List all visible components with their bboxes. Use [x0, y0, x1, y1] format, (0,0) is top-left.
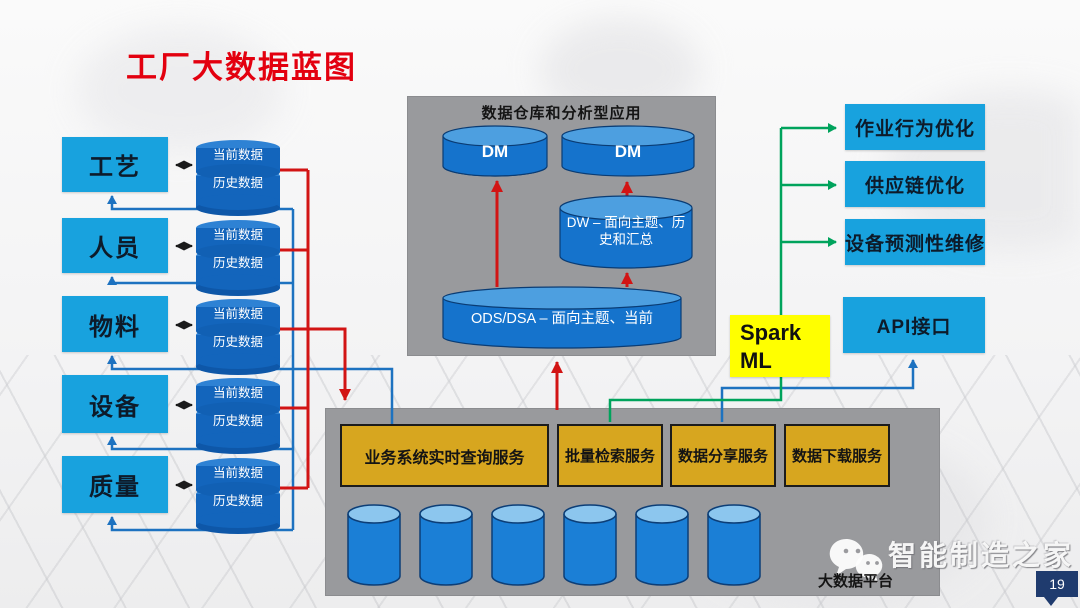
- service-label: 业务系统实时查询服务: [364, 449, 525, 467]
- watermark-brand: 智能制造之家: [888, 540, 1075, 571]
- current-data-label: 当前数据: [212, 306, 263, 321]
- spark-ml-line1: Spark: [740, 320, 802, 345]
- dw-cylinder: [559, 195, 693, 269]
- history-data-label: 历史数据: [212, 493, 263, 508]
- service-box-data-share: 数据分享服务: [670, 424, 776, 487]
- app-box-label: 设备预测性维修: [845, 233, 986, 255]
- db-stack-wuliao: [196, 299, 280, 375]
- source-box-label: 工艺: [89, 154, 141, 181]
- dm-left-label: DM: [481, 142, 509, 161]
- platform-label: 大数据平台: [818, 573, 894, 590]
- red-data-lines: [280, 168, 633, 490]
- page-number: 19: [1049, 576, 1065, 592]
- app-box-label: 供应链优化: [864, 175, 965, 197]
- db-stack-gongyi: [196, 140, 280, 216]
- ods-cylinder: [442, 286, 682, 349]
- page-number-badge: 19: [1036, 571, 1078, 606]
- history-data-label: 历史数据: [212, 413, 263, 428]
- history-data-label: 历史数据: [212, 255, 263, 270]
- source-box-label: 物料: [89, 313, 141, 341]
- service-box-realtime-query: 业务系统实时查询服务: [340, 424, 549, 487]
- api-box-label: API接口: [876, 316, 952, 338]
- wechat-icon: [829, 539, 883, 583]
- history-data-label: 历史数据: [212, 334, 263, 349]
- current-data-label: 当前数据: [212, 227, 263, 242]
- service-box-data-download: 数据下载服务: [784, 424, 890, 487]
- dm-right-cylinder: [561, 125, 695, 177]
- source-box-shebei: 设备: [62, 375, 168, 433]
- sync-double-arrows: [175, 160, 193, 490]
- current-data-label: 当前数据: [212, 465, 263, 480]
- db-stack-shebei: [196, 378, 280, 454]
- source-database-stacks: [196, 140, 280, 534]
- history-data-label: 历史数据: [212, 175, 263, 190]
- spark-ml-box: Spark ML: [730, 315, 830, 377]
- dm-left-cylinder: [442, 125, 548, 177]
- service-label: 数据下载服务: [791, 448, 882, 465]
- current-data-label: 当前数据: [212, 147, 263, 162]
- service-box-batch-search: 批量检索服务: [557, 424, 663, 487]
- current-data-label: 当前数据: [212, 385, 263, 400]
- blue-api-line: [720, 359, 918, 422]
- api-box: API接口: [843, 297, 985, 353]
- dm-right-label: DM: [614, 142, 642, 161]
- source-box-gongyi: 工艺: [62, 137, 168, 192]
- dw-label: DW – 面向主题、历史和汇总: [566, 215, 686, 247]
- db-stack-zhiliang: [196, 458, 280, 534]
- app-box-operation-optimization: 作业行为优化: [845, 104, 985, 150]
- source-box-zhiliang: 质量: [62, 456, 168, 513]
- source-box-label: 设备: [89, 393, 141, 421]
- service-label: 数据分享服务: [677, 448, 768, 465]
- source-box-label: 人员: [89, 235, 141, 262]
- warehouse-panel-title: 数据仓库和分析型应用: [481, 105, 642, 122]
- source-box-wuliao: 物料: [62, 296, 168, 352]
- db-stack-renyuan: [196, 220, 280, 296]
- source-box-renyuan: 人员: [62, 218, 168, 273]
- source-box-label: 质量: [89, 474, 141, 501]
- warehouse-cylinders: [442, 125, 695, 349]
- service-label: 批量检索服务: [564, 448, 655, 465]
- app-box-predictive-maintenance: 设备预测性维修: [845, 219, 985, 265]
- green-ml-lines: [608, 123, 837, 422]
- app-box-label: 作业行为优化: [854, 118, 975, 140]
- ods-label: ODS/DSA – 面向主题、当前: [470, 310, 654, 327]
- platform-storage-cylinders: [347, 504, 761, 586]
- spark-ml-line2: ML: [740, 347, 772, 373]
- page-title: 工厂大数据蓝图: [126, 50, 357, 85]
- app-box-supply-chain: 供应链优化: [845, 161, 985, 207]
